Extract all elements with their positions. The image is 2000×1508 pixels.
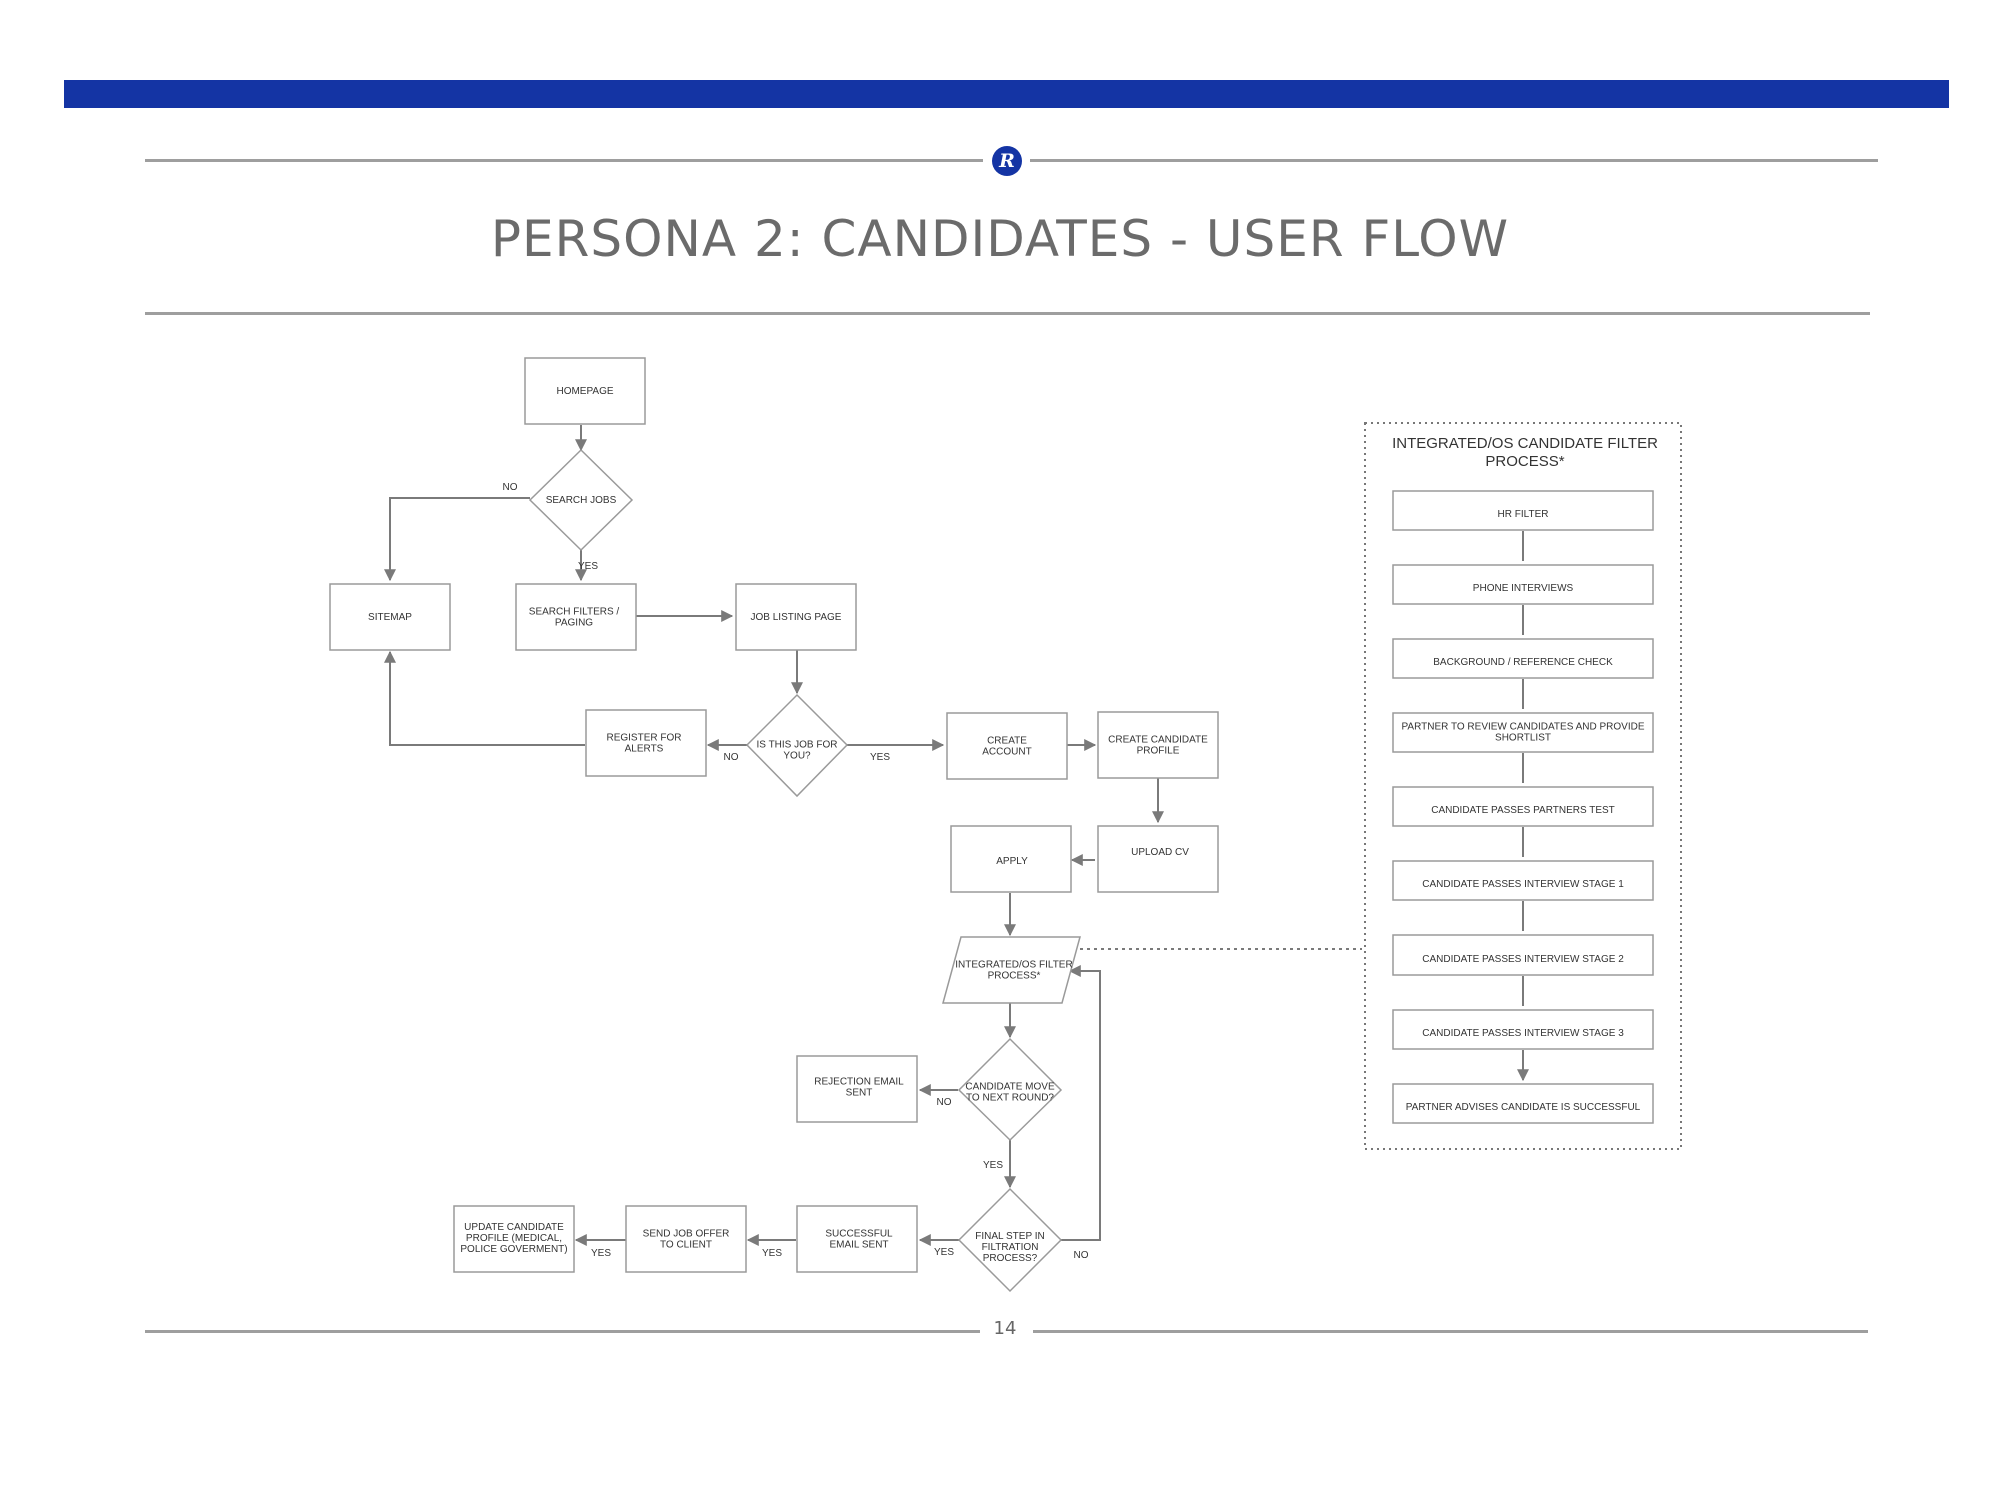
- node-apply: APPLY: [996, 856, 1028, 867]
- filter-panel-border: [1364, 422, 1682, 1150]
- node-register-box: [585, 709, 707, 777]
- node-filter-process-parallelogram: [942, 936, 1081, 1004]
- panel-step-partners-test: CANDIDATE PASSES PARTNERS TEST: [1431, 805, 1615, 816]
- panel-step-hr-filter: HR FILTER: [1498, 509, 1549, 520]
- header-rule-right: [1030, 159, 1878, 162]
- node-create-account-box: [946, 712, 1068, 780]
- node-upload-cv: UPLOAD CV: [1131, 847, 1189, 858]
- panel-step-box: [1392, 860, 1654, 901]
- node-homepage: HOMEPAGE: [556, 386, 613, 397]
- panel-step-box: [1392, 638, 1654, 679]
- node-sitemap: SITEMAP: [368, 612, 412, 623]
- node-upload-cv-box: [1097, 825, 1219, 893]
- panel-step-box: [1392, 490, 1654, 531]
- edge-label-final-yes: YES: [934, 1247, 954, 1258]
- edge-final-filter-loop: [1061, 965, 1101, 1241]
- panel-step-partner-review: PARTNER TO REVIEW CANDIDATES AND PROVIDE…: [1401, 722, 1644, 744]
- header-rule-left: [145, 159, 983, 162]
- edge-register-sitemap: [384, 650, 585, 746]
- panel-step-phone-interviews: PHONE INTERVIEWS: [1473, 583, 1574, 594]
- edge-label-success-yes: YES: [762, 1248, 782, 1259]
- edge-label-move-no: NO: [937, 1097, 952, 1108]
- node-rejection-box: [796, 1055, 918, 1123]
- node-homepage-box: [524, 357, 646, 425]
- node-apply-box: [950, 825, 1072, 893]
- title-rule: [145, 312, 1870, 315]
- panel-step-box: [1392, 934, 1654, 976]
- edge-label-job-no: NO: [724, 752, 739, 763]
- panel-step-box: [1392, 786, 1654, 827]
- panel-step-partner-advises: PARTNER ADVISES CANDIDATE IS SUCCESSFUL: [1406, 1102, 1641, 1113]
- node-create-profile-box: [1097, 711, 1219, 779]
- panel-step-interview-3: CANDIDATE PASSES INTERVIEW STAGE 3: [1422, 1028, 1624, 1039]
- node-search-jobs: SEARCH JOBS: [546, 495, 617, 506]
- edge-label-move-yes: YES: [983, 1160, 1003, 1171]
- logo-icon: R: [992, 146, 1022, 176]
- node-final-step-diamond: [957, 1187, 1063, 1293]
- page-number: 14: [993, 1318, 1017, 1339]
- panel-step-background-check: BACKGROUND / REFERENCE CHECK: [1433, 657, 1613, 668]
- edge-search-sitemap: [384, 497, 530, 582]
- node-is-this-job-diamond: [745, 693, 849, 798]
- node-update-profile-box: [453, 1205, 575, 1273]
- panel-step-box: [1392, 1009, 1654, 1050]
- edge-label-offer-yes: YES: [591, 1248, 611, 1259]
- edge-label-job-yes: YES: [870, 752, 890, 763]
- panel-step-box: [1392, 1083, 1654, 1124]
- panel-step-box: [1392, 564, 1654, 605]
- footer-rule-left: [145, 1330, 980, 1333]
- node-search-filters: SEARCH FILTERS /PAGING: [529, 607, 620, 629]
- panel-step-interview-2: CANDIDATE PASSES INTERVIEW STAGE 2: [1422, 954, 1624, 965]
- node-job-listing-box: [735, 583, 857, 651]
- panel-step-interview-1: CANDIDATE PASSES INTERVIEW STAGE 1: [1422, 879, 1624, 890]
- node-job-listing: JOB LISTING PAGE: [751, 612, 842, 623]
- edge-label-search-yes: YES: [578, 561, 598, 572]
- node-send-offer-box: [625, 1205, 747, 1273]
- footer-rule-right: [1033, 1330, 1868, 1333]
- page-title: PERSONA 2: CANDIDATES - USER FLOW: [490, 210, 1510, 268]
- edge-label-final-no: NO: [1074, 1250, 1089, 1261]
- node-candidate-move-diamond: [957, 1037, 1063, 1142]
- node-search-jobs-diamond: [528, 448, 634, 552]
- top-accent-bar: [64, 80, 1949, 108]
- edge-label-search-no: NO: [503, 482, 518, 493]
- panel-step-box: [1392, 712, 1654, 753]
- node-successful-box: [796, 1205, 918, 1273]
- node-sitemap-box: [329, 583, 451, 651]
- node-search-filters-box: [515, 583, 637, 651]
